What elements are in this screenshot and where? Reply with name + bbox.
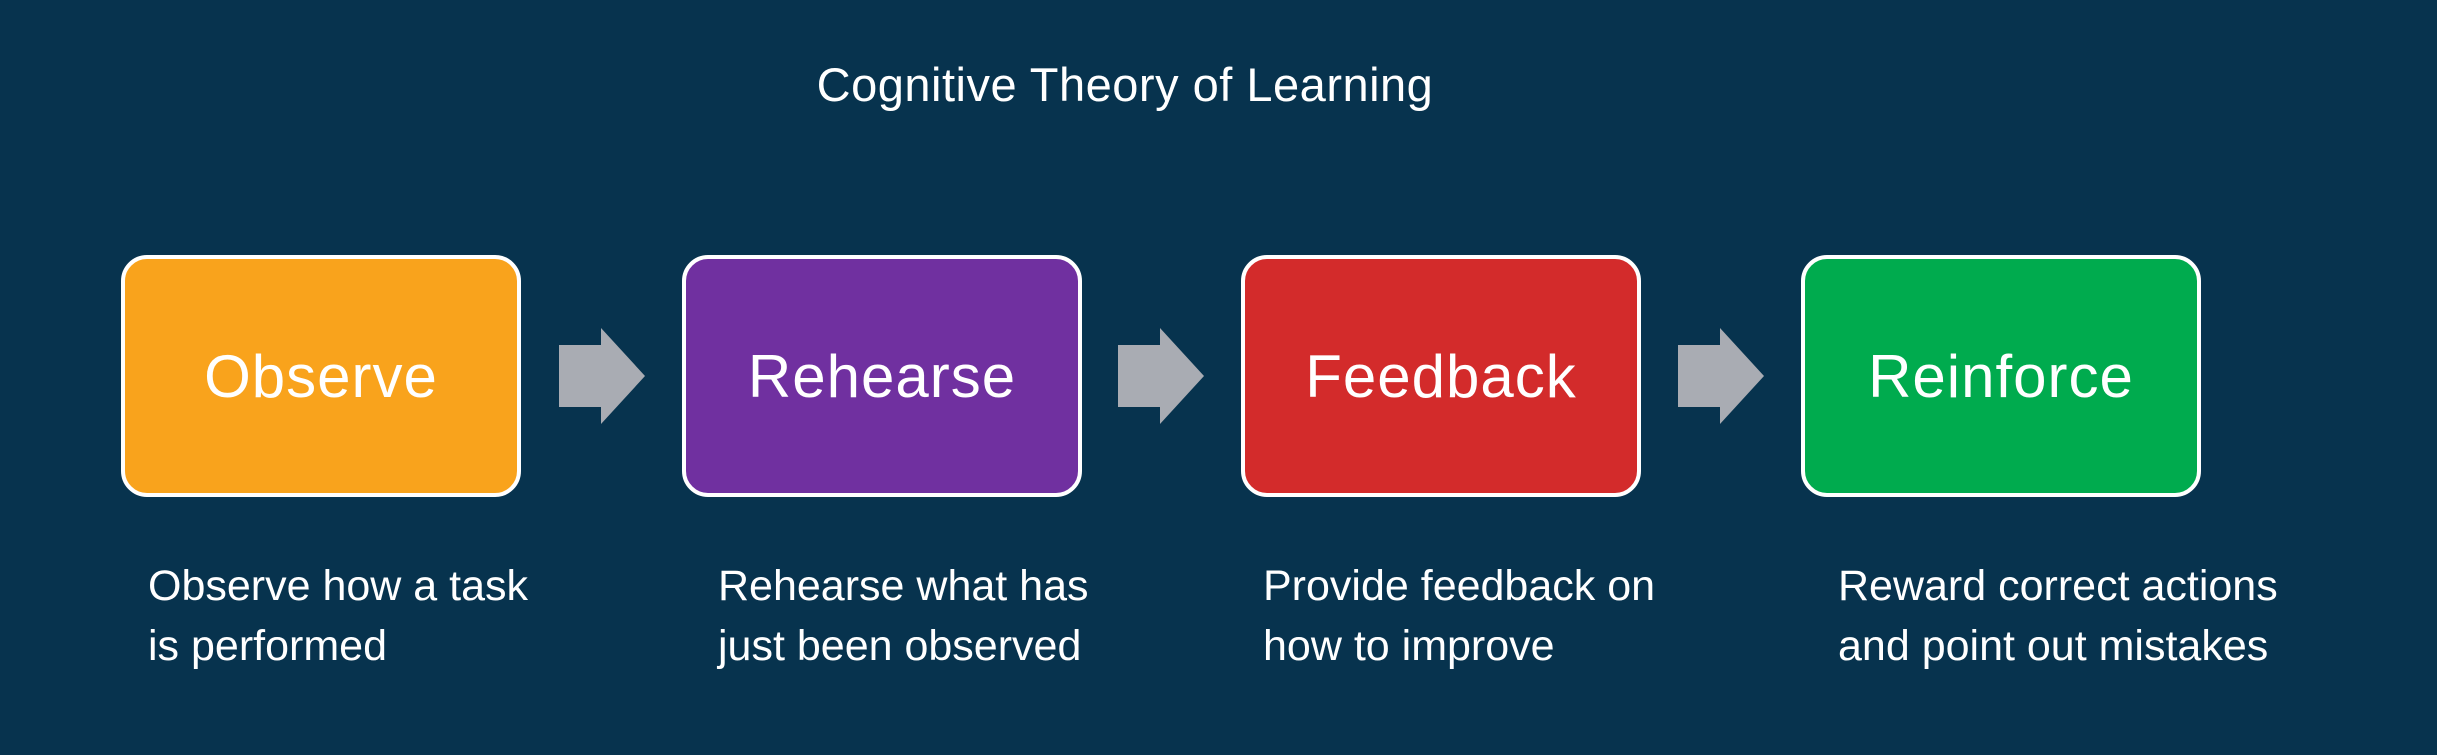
step-box-observe: Observe: [121, 255, 521, 497]
title-container: Cognitive Theory of Learning: [0, 56, 2250, 114]
step-description-observe: Observe how a task is performed: [148, 556, 688, 676]
description-line: is performed: [148, 622, 387, 670]
description-line: Observe how a task: [148, 562, 529, 610]
step-label-reinforce: Reinforce: [1868, 342, 2134, 410]
right-arrow-shape: [1118, 328, 1204, 424]
step-description-feedback: Provide feedback on how to improve: [1263, 556, 1803, 676]
right-arrow-icon: [1118, 328, 1204, 424]
step-label-rehearse: Rehearse: [747, 342, 1017, 410]
right-arrow-icon: [1678, 328, 1764, 424]
step-description-rehearse: Rehearse what has just been observed: [718, 556, 1258, 676]
step-box-rehearse: Rehearse: [682, 255, 1082, 497]
step-label-feedback: Feedback: [1305, 342, 1577, 410]
description-line: Reward correct actions: [1838, 562, 2278, 610]
description-line: Provide feedback on: [1263, 562, 1656, 610]
page-title: Cognitive Theory of Learning: [816, 58, 1434, 111]
right-arrow-shape: [1678, 328, 1764, 424]
description-line: Rehearse what has: [718, 562, 1089, 610]
step-description-reinforce: Reward correct actions and point out mis…: [1838, 556, 2378, 676]
right-arrow-icon: [559, 328, 645, 424]
step-label-observe: Observe: [204, 342, 438, 410]
right-arrow-shape: [559, 328, 645, 424]
step-box-feedback: Feedback: [1241, 255, 1641, 497]
description-line: and point out mistakes: [1838, 622, 2269, 670]
description-line: how to improve: [1263, 622, 1555, 670]
description-line: just been observed: [718, 622, 1082, 670]
step-box-reinforce: Reinforce: [1801, 255, 2201, 497]
